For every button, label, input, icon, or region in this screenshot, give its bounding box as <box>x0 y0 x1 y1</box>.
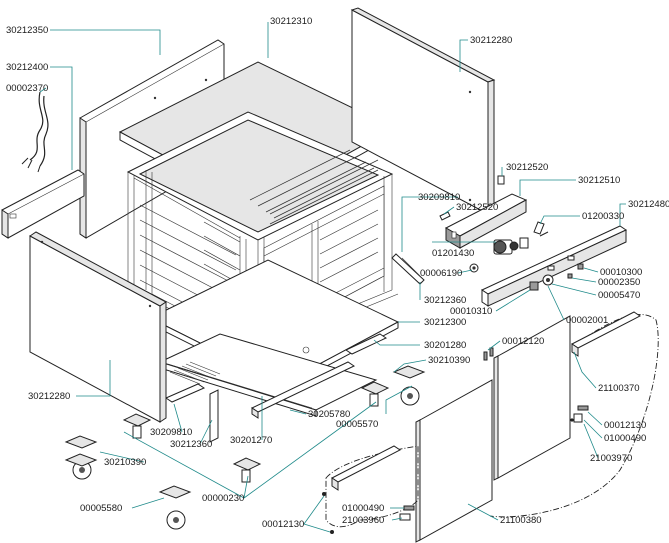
label-30212520-left: 30212520 <box>456 202 498 213</box>
caster-1 <box>64 435 98 480</box>
label-30209810-bottom: 30209810 <box>150 427 192 438</box>
door-outline-right <box>489 314 659 518</box>
door-handle-top <box>571 311 641 357</box>
label-30212300: 30212300 <box>424 317 466 328</box>
label-30201280: 30201280 <box>424 340 466 351</box>
door-handle-bottom <box>331 445 401 491</box>
bracket-30209810 <box>164 383 206 403</box>
label-30212400: 30212400 <box>6 62 48 73</box>
label-00012130-bottom: 00012130 <box>262 519 304 530</box>
label-00010310: 00010310 <box>450 306 492 317</box>
label-30212280-bottom: 30212280 <box>28 391 70 402</box>
caster-3 <box>158 485 192 530</box>
foot-1 <box>122 413 152 439</box>
label-30209810-top: 30209810 <box>418 192 460 203</box>
label-30212360-bottom: 30212360 <box>170 439 212 450</box>
left-rail <box>1 169 85 239</box>
label-00005470: 00005470 <box>598 290 640 301</box>
caster-2 <box>64 453 98 467</box>
label-00006190: 00006190 <box>420 268 462 279</box>
part-labels: 30212350 30212400 00002370 30212310 3021… <box>6 16 669 530</box>
screws-00012120 <box>483 347 494 361</box>
foot-3 <box>360 381 390 407</box>
label-21003970: 21003970 <box>590 453 632 464</box>
shelf-rails <box>139 149 379 331</box>
label-00005580: 00005580 <box>80 503 122 514</box>
switch-00010310 <box>529 281 539 291</box>
label-01200330: 01200330 <box>582 211 624 222</box>
label-00012130-right: 00012130 <box>604 420 646 431</box>
caster-4 <box>392 365 426 406</box>
foot-2 <box>232 457 262 483</box>
label-30210390-bottom: 30210390 <box>104 457 146 468</box>
label-21100370: 21100370 <box>598 383 640 394</box>
control-panel-rail <box>480 225 628 307</box>
label-00000230: 00000230 <box>202 493 244 504</box>
hinge-parts-right <box>573 405 589 423</box>
label-30212360-top: 30212360 <box>424 295 466 306</box>
label-01201430: 01201430 <box>432 248 474 259</box>
label-21003960: 21003960 <box>342 515 384 526</box>
label-30212310: 30212310 <box>270 16 312 27</box>
label-30201270: 30201270 <box>230 435 272 446</box>
control-box <box>444 193 528 249</box>
label-00012120: 00012120 <box>502 336 544 347</box>
leader-lines <box>39 22 626 533</box>
door-right <box>493 315 571 481</box>
label-00010300: 00010300 <box>600 267 642 278</box>
label-00002350: 00002350 <box>598 277 640 288</box>
label-30205780: 30205780 <box>308 409 350 420</box>
label-30212280-top: 30212280 <box>470 35 512 46</box>
front-panel <box>29 231 167 423</box>
sensor <box>533 221 549 237</box>
label-00002001: 00002001 <box>566 315 608 326</box>
clip-top <box>497 175 505 185</box>
motor <box>493 237 529 255</box>
knob-00006190 <box>469 263 479 273</box>
screw-00002350 <box>567 273 573 279</box>
label-00002370: 00002370 <box>6 83 48 94</box>
label-21100380: 21100380 <box>500 515 542 526</box>
cable <box>21 91 49 173</box>
bracket-left <box>209 389 219 443</box>
door-left <box>415 379 493 543</box>
label-30212510: 30212510 <box>578 175 620 186</box>
label-30210390-top: 30210390 <box>428 355 470 366</box>
label-01000490-right: 01000490 <box>604 433 646 444</box>
label-01000490-bottom: 01000490 <box>342 503 384 514</box>
label-00005570: 00005570 <box>336 419 378 430</box>
label-30212350: 30212350 <box>6 25 48 36</box>
knob-00005470 <box>542 274 554 286</box>
label-30212480: 30212480 <box>628 199 669 210</box>
screw-00010300 <box>577 263 584 270</box>
label-30212520-top: 30212520 <box>506 162 548 173</box>
bottom-rail <box>250 361 356 419</box>
